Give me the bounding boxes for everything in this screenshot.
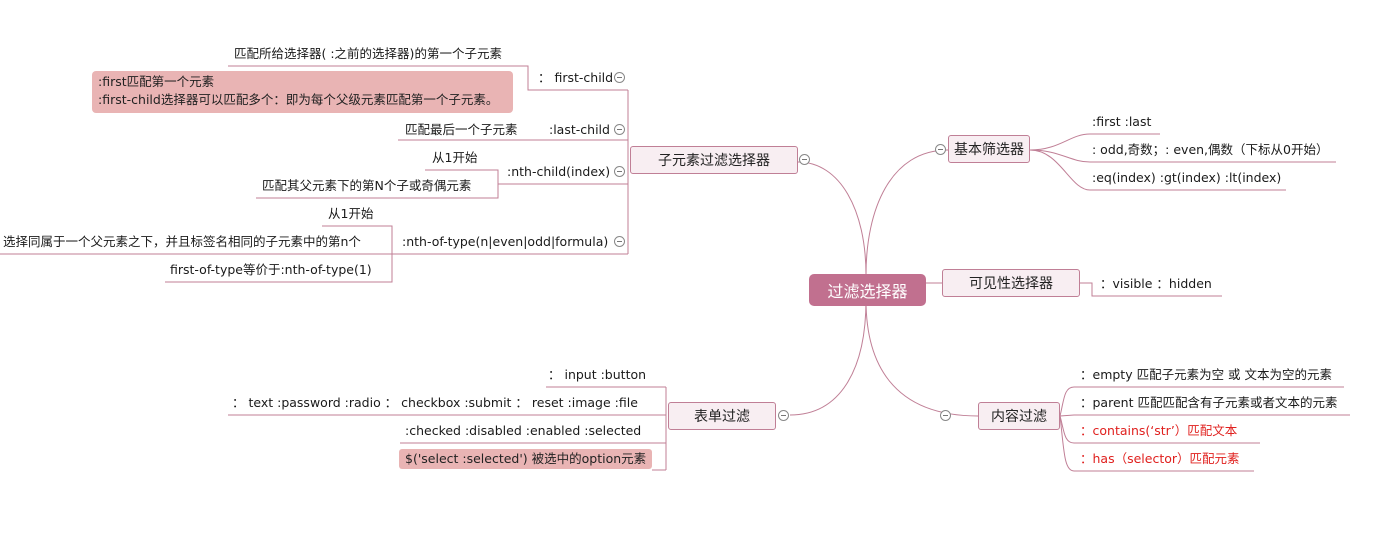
- collapse-icon[interactable]: [935, 144, 946, 155]
- basic-item: : odd,奇数；: even,偶数（下标从0开始）: [1092, 142, 1329, 157]
- collapse-icon[interactable]: [940, 410, 951, 421]
- collapse-icon[interactable]: [799, 154, 810, 165]
- nth-child-desc: 从1开始: [432, 150, 478, 165]
- child-filter-label: 子元素过滤选择器: [658, 153, 770, 169]
- content-filter-node[interactable]: 内容过滤: [978, 402, 1060, 430]
- collapse-icon[interactable]: [778, 410, 789, 421]
- form-item: ： input :button: [548, 367, 647, 382]
- last-child-label: :last-child: [549, 122, 610, 137]
- nth-of-type-desc: first-of-type等价于:nth-of-type(1): [170, 262, 372, 277]
- collapse-icon[interactable]: [614, 124, 625, 135]
- collapse-icon[interactable]: [614, 166, 625, 177]
- basic-item: :first :last: [1092, 114, 1152, 129]
- form-filter-node[interactable]: 表单过滤: [668, 402, 776, 430]
- basic-item: :eq(index) :gt(index) :lt(index): [1092, 170, 1282, 185]
- first-child-desc: 匹配所给选择器( :之前的选择器)的第一个子元素: [234, 46, 502, 61]
- collapse-icon[interactable]: [614, 72, 625, 83]
- form-item: :checked :disabled :enabled :selected: [405, 423, 642, 438]
- first-child-label: ： first-child: [538, 70, 614, 85]
- form-item: ： text :password :radio ： checkbox :subm…: [232, 395, 638, 410]
- collapse-icon[interactable]: [614, 236, 625, 247]
- nth-of-type-desc: 选择同属于一个父元素之下，并且标签名相同的子元素中的第n个: [3, 234, 361, 249]
- visibility-item: ：visible ：hidden: [1100, 276, 1212, 291]
- last-child-desc: 匹配最后一个子元素: [405, 122, 518, 137]
- basic-filter-label: 基本筛选器: [954, 142, 1024, 158]
- nth-of-type-label: :nth-of-type(n|even|odd|formula): [402, 234, 609, 249]
- form-filter-label: 表单过滤: [694, 409, 750, 425]
- content-item-highlighted: ：contains(‘str’）匹配文本: [1080, 423, 1238, 438]
- basic-filter-node[interactable]: 基本筛选器: [948, 135, 1030, 163]
- note-line: :first匹配第一个元素: [98, 74, 215, 89]
- note-line: :first-child选择器可以匹配多个：即为每个父级元素匹配第一个子元素。: [98, 92, 499, 107]
- first-child-note: :first匹配第一个元素 :first-child选择器可以匹配多个：即为每个…: [92, 71, 513, 113]
- visibility-filter-label: 可见性选择器: [969, 276, 1053, 292]
- content-filter-label: 内容过滤: [991, 409, 1047, 425]
- content-item-highlighted: ：has（selector）匹配元素: [1080, 451, 1240, 466]
- root-node[interactable]: 过滤选择器: [809, 274, 926, 306]
- nth-of-type-desc: 从1开始: [328, 206, 374, 221]
- nth-child-desc: 匹配其父元素下的第N个子或奇偶元素: [262, 178, 472, 193]
- root-label: 过滤选择器: [827, 282, 908, 301]
- child-filter-node[interactable]: 子元素过滤选择器: [630, 146, 798, 174]
- content-item: ：parent 匹配匹配含有子元素或者文本的元素: [1080, 395, 1338, 410]
- form-highlight: $('select :selected') 被选中的option元素: [399, 449, 653, 469]
- content-item: ：empty 匹配子元素为空 或 文本为空的元素: [1080, 367, 1333, 382]
- visibility-filter-node[interactable]: 可见性选择器: [942, 269, 1080, 297]
- nth-child-label: :nth-child(index): [507, 164, 611, 179]
